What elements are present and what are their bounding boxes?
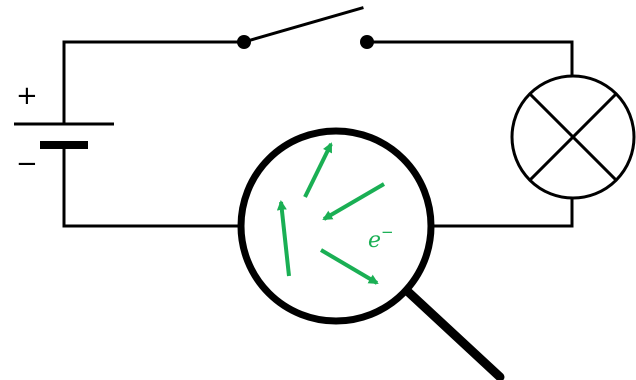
- open-switch-icon: [237, 6, 374, 49]
- positive-terminal-symbol: +: [16, 81, 38, 111]
- electron-symbol: e: [368, 228, 381, 253]
- electron-arrow: [322, 182, 386, 221]
- negative-terminal-symbol: −: [16, 149, 38, 179]
- battery-icon: [14, 122, 114, 149]
- magnifying-glass-icon: [237, 127, 505, 380]
- left-wire: [62, 40, 242, 228]
- electron-charge: −: [381, 223, 394, 241]
- electron-arrows: [276, 142, 386, 285]
- lamp-icon: [510, 74, 636, 200]
- electron-arrow: [276, 200, 291, 277]
- electron-arrow: [319, 248, 379, 285]
- right-wire: [429, 40, 574, 228]
- electron-label: e−: [368, 223, 394, 253]
- electron-arrow: [303, 142, 333, 198]
